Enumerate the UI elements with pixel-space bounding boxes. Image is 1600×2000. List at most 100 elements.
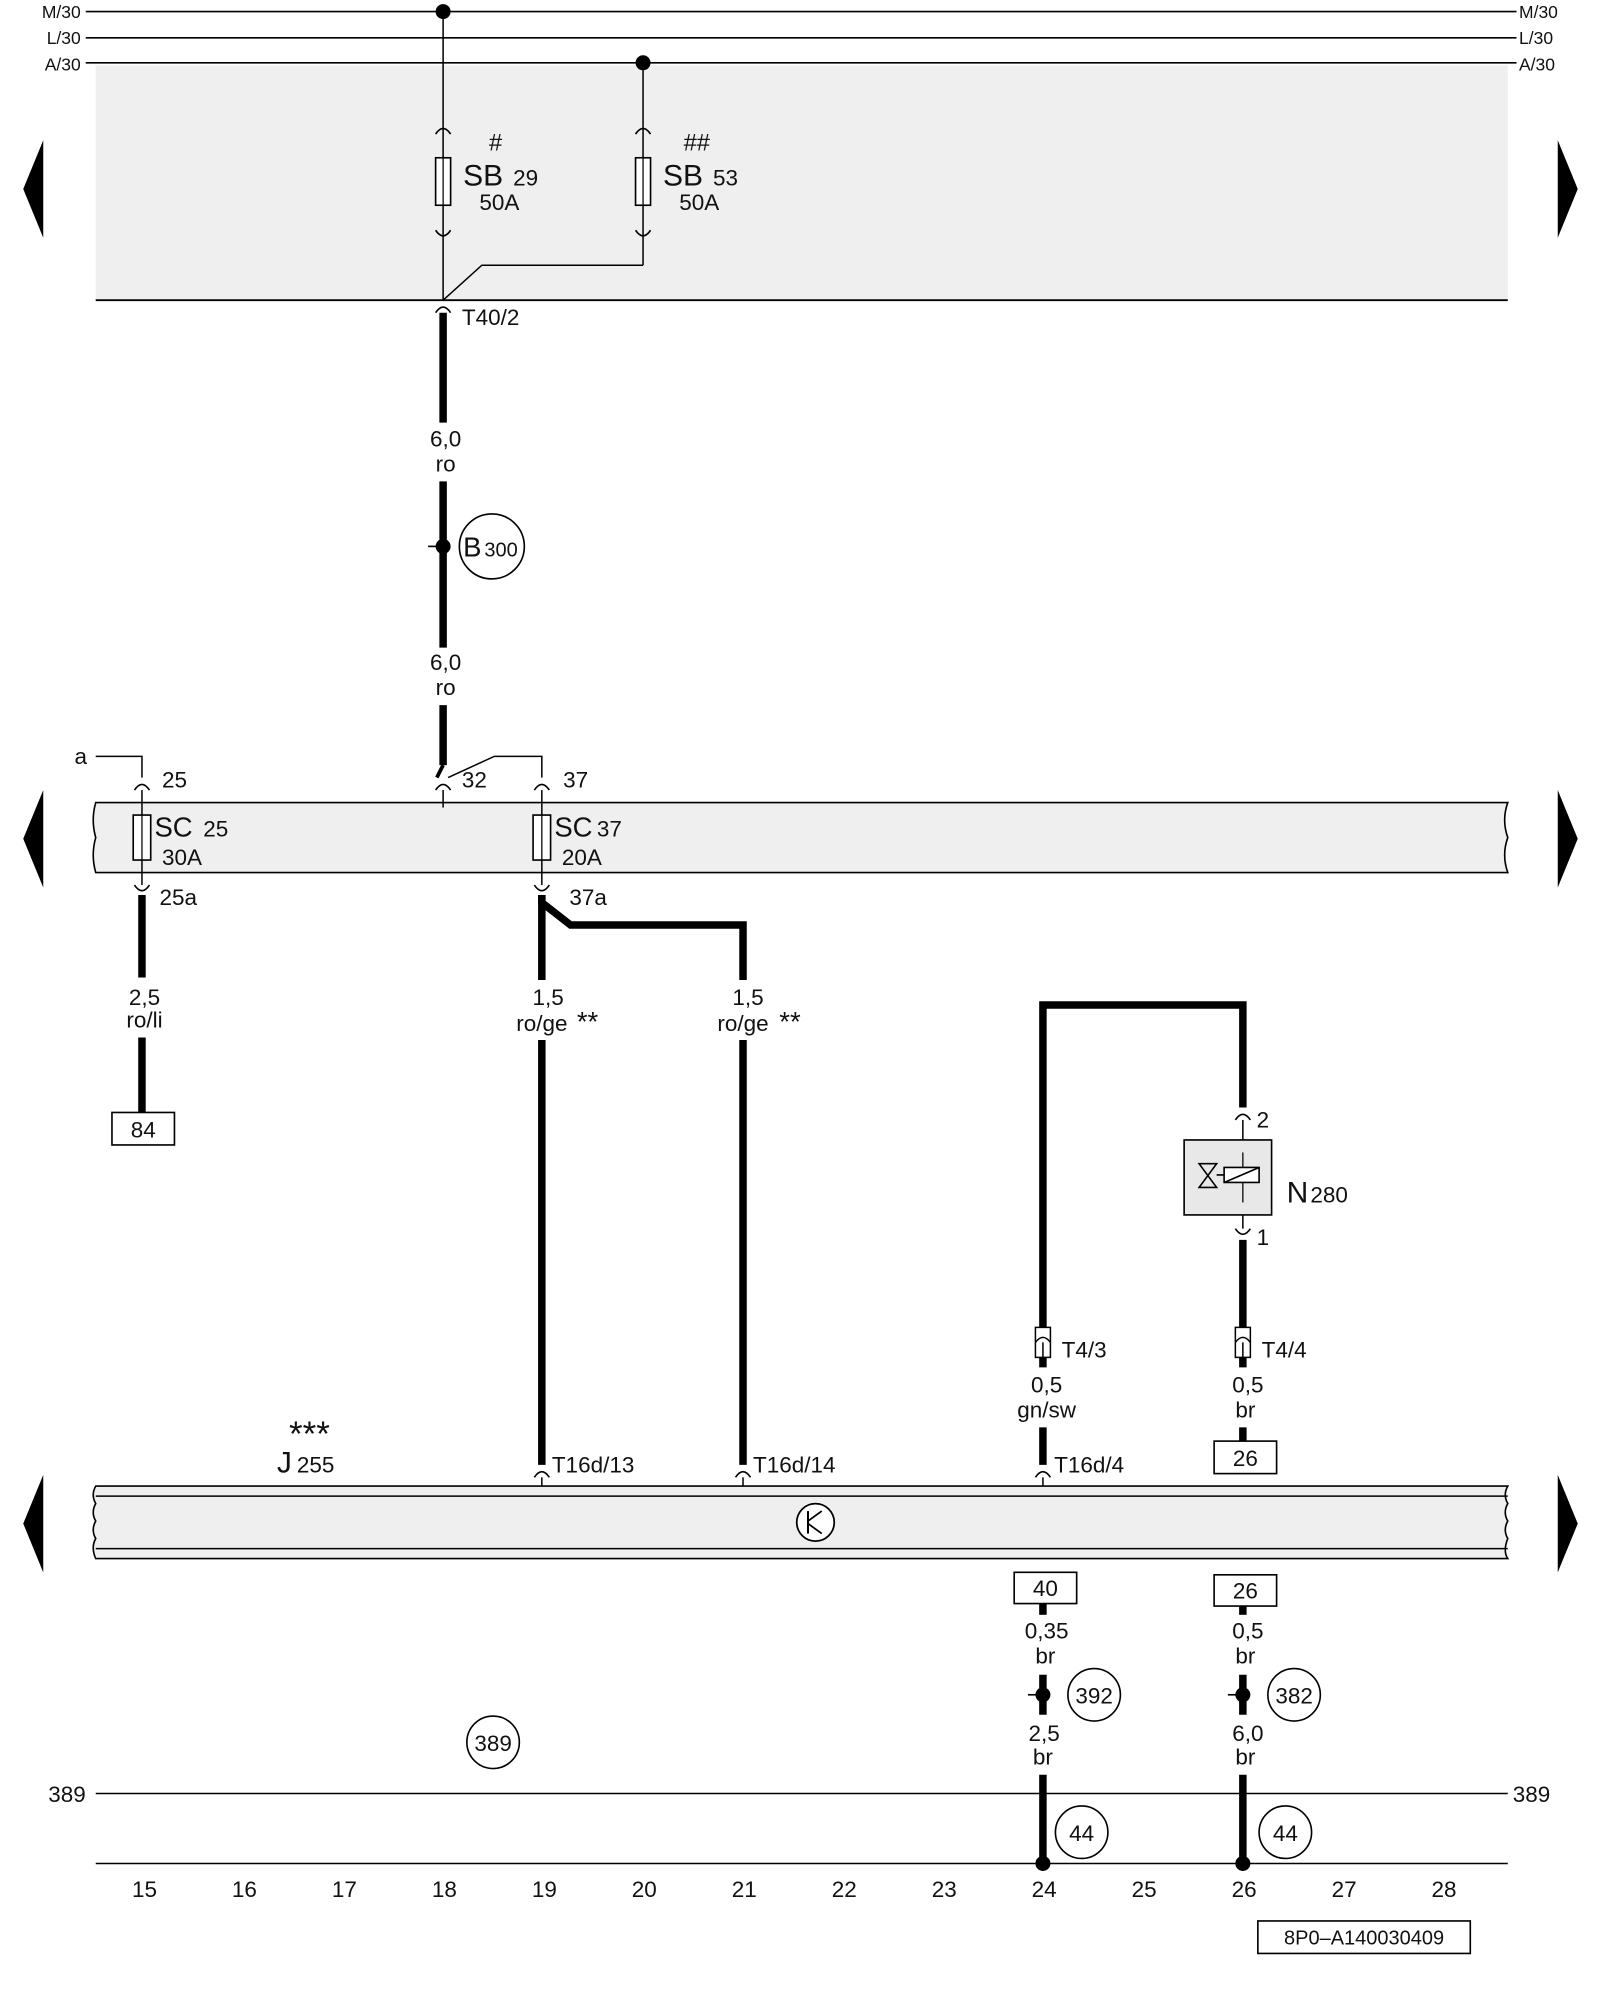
fuse-sc37-rating: 20A [562, 845, 602, 870]
fuse-panel-a-label: a [74, 744, 87, 769]
fuse-panel-pin-25a: 25a [159, 885, 197, 910]
fuse-sc37-name: SC [554, 811, 592, 842]
column-number: 20 [632, 1877, 657, 1902]
ref-box-84-label: 84 [131, 1117, 156, 1142]
n280-pin-2: 2 [1257, 1107, 1270, 1132]
fuse-sb29-name: SB [463, 159, 503, 192]
ref-box-40 [1013, 1571, 1078, 1605]
nav-arrow-left-icon[interactable] [23, 790, 44, 888]
connector-t40-2: T40/2 [462, 305, 519, 330]
wire-392-top-color: br [1035, 1644, 1056, 1669]
valve-symbol-icon [1197, 1152, 1260, 1203]
control-unit-j255-letter: J [277, 1446, 292, 1479]
column-number: 24 [1032, 1877, 1057, 1902]
fuse-sb29-number: 29 [513, 165, 538, 190]
ground-point-382 [1267, 1667, 1322, 1722]
wire-main-gauge-2: 6,0 [430, 650, 461, 675]
nav-arrow-right-icon[interactable] [1557, 790, 1578, 888]
wire-382-bottom-color: br [1235, 1745, 1256, 1770]
column-number: 25 [1132, 1877, 1157, 1902]
fuse-sc25-rating: 30A [162, 845, 202, 870]
fuse-sb29 [434, 127, 452, 237]
pin-t16d-4: T16d/4 [1054, 1452, 1124, 1477]
transistor-icon [795, 1502, 836, 1542]
wire-ro-li-gauge: 2,5 [129, 985, 160, 1010]
wire-main-color-2: ro [436, 675, 456, 700]
ref-box-26-bottom [1213, 1574, 1278, 1607]
ref-box-26-bottom-label: 26 [1233, 1579, 1258, 1604]
fuse-sc25-number: 25 [203, 816, 228, 841]
ground-point-392 [1067, 1667, 1122, 1722]
nav-arrow-right-icon[interactable] [1557, 140, 1578, 238]
ground-point-44-left-label: 44 [1069, 1821, 1094, 1846]
n280-pin-1: 1 [1257, 1225, 1270, 1250]
ref-box-84 [111, 1111, 176, 1146]
wire-ro-ge-1-gauge: 1,5 [532, 985, 563, 1010]
fuse-panel-sc [92, 801, 1509, 874]
junction-dot [1235, 1687, 1251, 1703]
column-number: 15 [132, 1877, 157, 1902]
wire-br-a-color: br [1235, 1397, 1256, 1422]
wiring-diagram: M/30 L/30 A/30 M/30 L/30 A/30 # SB 29 50… [23, 2, 1578, 1955]
control-unit-j255-mark: *** [289, 1415, 330, 1454]
pin-t16d-14: T16d/14 [753, 1452, 836, 1477]
wire-ro-ge-1-color: ro/ge [516, 1011, 567, 1036]
ref-box-40-label: 40 [1033, 1576, 1058, 1601]
rail-a30-label-right: A/30 [1519, 54, 1555, 74]
column-number: 17 [332, 1877, 357, 1902]
column-number: 26 [1232, 1877, 1257, 1902]
fuse-sb53-rating: 50A [679, 190, 719, 215]
junction-dot [1035, 1855, 1051, 1871]
pin-t16d-13: T16d/13 [552, 1452, 635, 1477]
connector-t4-4-label: T4/4 [1262, 1337, 1307, 1362]
column-number: 16 [232, 1877, 257, 1902]
top-fuse-carrier [95, 65, 1508, 301]
column-number: 22 [832, 1877, 857, 1902]
wire-br-a-gauge: 0,5 [1232, 1372, 1263, 1397]
junction-dot [435, 4, 451, 20]
connector-t4-3-label: T4/3 [1062, 1337, 1107, 1362]
fuse-sb29-mark: # [489, 130, 503, 156]
wire-main-color-1: ro [436, 451, 456, 476]
valve-n280-letter: N [1287, 1176, 1309, 1209]
column-number: 19 [532, 1877, 557, 1902]
fuse-sc37 [532, 814, 552, 861]
ground-point-44-right-label: 44 [1273, 1821, 1298, 1846]
wire-gn-sw-loop [1039, 1001, 1247, 1328]
wire-gn-sw-gauge: 0,5 [1031, 1372, 1062, 1397]
wire-ro-ge-2-color: ro/ge [717, 1011, 768, 1036]
column-number: 21 [732, 1877, 757, 1902]
ground-point-44-right [1258, 1805, 1313, 1860]
fuse-sc37-number: 37 [597, 816, 622, 841]
nav-arrow-right-icon[interactable] [1557, 1474, 1578, 1573]
fuse-sb29-rating: 50A [479, 190, 519, 215]
nav-arrow-left-icon[interactable] [23, 1474, 44, 1573]
rail-l30-label-left: L/30 [47, 28, 81, 48]
fuse-sb53-mark: ## [684, 130, 711, 156]
ground-point-44-left [1054, 1805, 1109, 1860]
valve-n280-number: 280 [1310, 1182, 1348, 1207]
ground-point-389 [466, 1715, 521, 1770]
wire-382-top-color: br [1235, 1644, 1256, 1669]
connector-t4-3 [1034, 1326, 1052, 1359]
connection-point-b300-number: 300 [484, 539, 517, 561]
document-id-box [1257, 1920, 1472, 1955]
wire-ro-ge-1-mark: ** [577, 1006, 599, 1037]
fuse-sb53-number: 53 [713, 165, 738, 190]
ground-point-389-label: 389 [474, 1731, 512, 1756]
wire-392-bottom-color: br [1033, 1745, 1054, 1770]
wire-382-bottom-gauge: 6,0 [1232, 1721, 1263, 1746]
wire-382-top-gauge: 0,5 [1232, 1619, 1263, 1644]
wire-main-gauge-1: 6,0 [430, 426, 461, 451]
ground-point-392-label: 392 [1075, 1684, 1113, 1709]
ref-box-26-top [1213, 1440, 1278, 1475]
fuse-sc25 [132, 814, 152, 861]
nav-arrow-left-icon[interactable] [23, 140, 44, 238]
connection-point-b300 [458, 513, 526, 580]
column-number: 23 [932, 1877, 957, 1902]
rail-a30-label-left: A/30 [45, 54, 81, 74]
column-numbers: 15 16 17 18 19 20 21 22 23 24 25 26 27 2… [132, 1877, 1457, 1902]
column-number: 28 [1432, 1877, 1457, 1902]
control-unit-j255-number: 255 [297, 1452, 335, 1477]
wire-ro-ge-2-gauge: 1,5 [732, 985, 763, 1010]
